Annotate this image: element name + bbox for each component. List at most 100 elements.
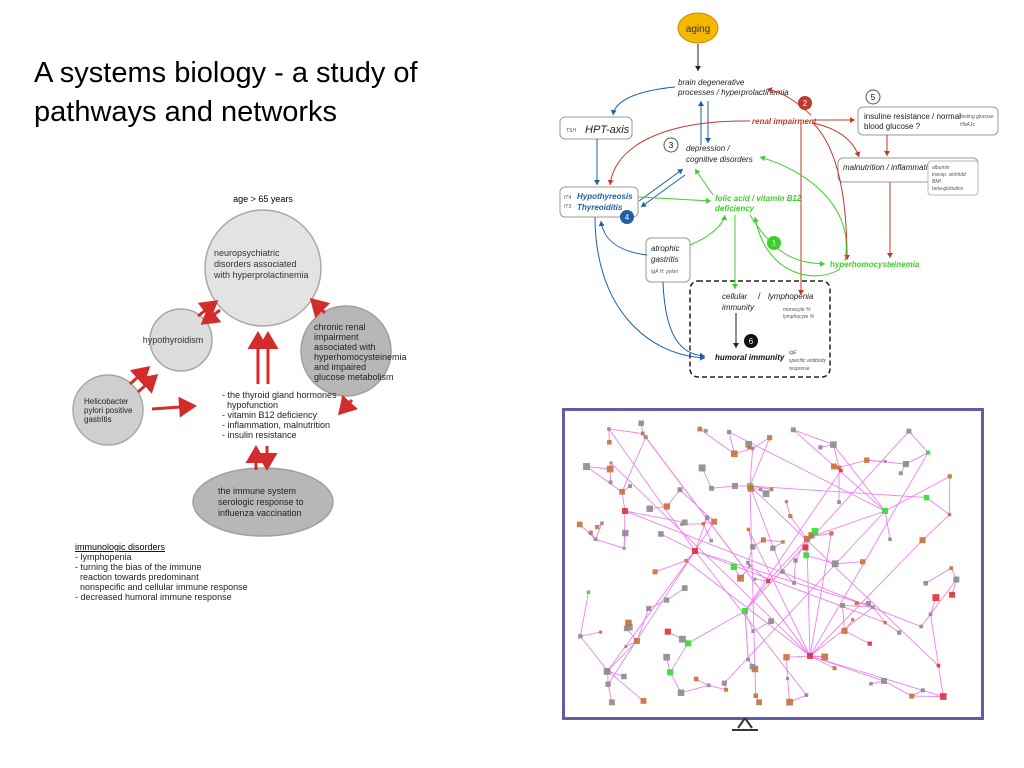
network-edge: [586, 466, 623, 493]
renal-line: associated with: [314, 342, 376, 352]
network-edge: [925, 567, 952, 584]
arrow-renal-to-hyperhomo: [812, 122, 850, 261]
network-edge: [872, 606, 886, 623]
network-node: [697, 426, 703, 432]
network-node: [841, 627, 848, 634]
network-node: [643, 435, 648, 440]
hypothyreosis-line: Thyreoiditis: [577, 203, 623, 212]
number-4-label: 4: [625, 213, 630, 222]
network-node: [600, 521, 604, 526]
network-edge: [702, 523, 712, 541]
network-node: [830, 463, 837, 470]
brain-line: processes / hyperprolactinemia: [677, 88, 789, 97]
network-node: [677, 689, 685, 696]
network-edge: [805, 554, 836, 565]
network-node: [932, 594, 940, 602]
red-pathway-arrows: [607, 87, 893, 295]
network-node: [865, 600, 872, 607]
network-node: [704, 515, 710, 520]
network-node: [821, 653, 829, 661]
aging-label: aging: [686, 24, 710, 35]
network-edge: [595, 523, 603, 540]
network-edge: [787, 678, 791, 703]
hypothyreosis-side-line: fT4: [564, 195, 571, 201]
network-edge: [809, 655, 835, 669]
arrow-atrophic-to-folic: [689, 214, 727, 246]
network-node: [906, 428, 912, 434]
network-node: [840, 602, 846, 608]
hypothyroidism-label: hypothyroidism: [143, 335, 204, 345]
network-node: [902, 460, 909, 468]
folic-text: folic acid / vitamin B12 deficiency: [715, 194, 803, 213]
immune-text: the immune system serologic response to …: [218, 486, 306, 518]
network-node: [753, 577, 757, 581]
network-edge: [838, 459, 867, 468]
network-node: [751, 629, 755, 634]
arrow-brain-to-hpt: [610, 86, 676, 116]
network-node: [919, 537, 926, 544]
network-edge: [607, 550, 696, 672]
network-node: [947, 512, 952, 517]
network-node: [709, 538, 714, 543]
network-node: [607, 439, 612, 445]
hypothyroidism-circle: [149, 308, 213, 372]
network-node: [896, 630, 902, 635]
neuro-line: disorders associated: [214, 259, 297, 269]
network-node: [830, 441, 837, 448]
atrophic-line: gastritis: [651, 255, 679, 264]
network-edge: [666, 587, 686, 601]
network-edge: [752, 437, 770, 449]
network-edge: [749, 565, 769, 582]
network-node: [724, 687, 729, 692]
network-edge: [669, 672, 682, 693]
center-text: - the thyroid gland hormones hypofunctio…: [70, 188, 349, 440]
arrow-neuro-to-hypo: [200, 305, 222, 325]
humoral-side-line: IgE: [789, 350, 797, 356]
humoral-side-line: response: [789, 366, 810, 372]
network-node: [883, 460, 887, 464]
number-5-label: 5: [871, 93, 876, 102]
number-6-badge: [744, 334, 758, 348]
network-edge: [699, 428, 735, 455]
insulin-side-line: fasting glucose: [960, 114, 994, 120]
network-node: [750, 446, 755, 451]
network-node: [793, 558, 798, 563]
network-node: [746, 527, 751, 532]
network-node: [756, 699, 763, 706]
arrow-renal-to-center: [337, 394, 358, 416]
network-node: [769, 487, 774, 492]
network-node: [681, 585, 688, 591]
network-node: [854, 601, 859, 606]
renal-line: impairment: [314, 332, 359, 342]
network-node: [640, 431, 645, 436]
lymphopenia-side: monocyte % lymphocyte %: [783, 307, 815, 320]
network-edge: [832, 444, 840, 468]
network-node: [949, 591, 955, 598]
network-node: [622, 529, 629, 537]
network-edge: [754, 578, 769, 582]
network-node: [692, 548, 698, 554]
malnutrition-label: malnutrition / inflammation: [843, 163, 937, 172]
network-node: [624, 645, 628, 649]
network-node: [939, 693, 947, 700]
network-edge: [749, 485, 756, 670]
network-edge: [744, 470, 842, 612]
network-edge: [579, 592, 589, 637]
network-edge: [607, 640, 638, 672]
network-node: [748, 564, 752, 568]
network-node: [783, 654, 790, 661]
network-node: [607, 427, 611, 431]
network-edge: [607, 684, 613, 703]
network-node: [640, 698, 647, 704]
immunologic-line: nonspecific and cellular immune response: [75, 582, 248, 592]
helicobacter-circle: [72, 374, 144, 446]
network-edge: [636, 608, 650, 642]
network-edge: [809, 655, 885, 682]
green-arrows: [638, 155, 847, 289]
hypothyreosis-side: fT4 fT3: [564, 195, 573, 210]
network-node: [578, 634, 583, 639]
slash-separator: /: [758, 291, 761, 301]
network-edge: [642, 433, 811, 657]
network-edges: [579, 423, 957, 703]
network-edge: [812, 532, 832, 537]
